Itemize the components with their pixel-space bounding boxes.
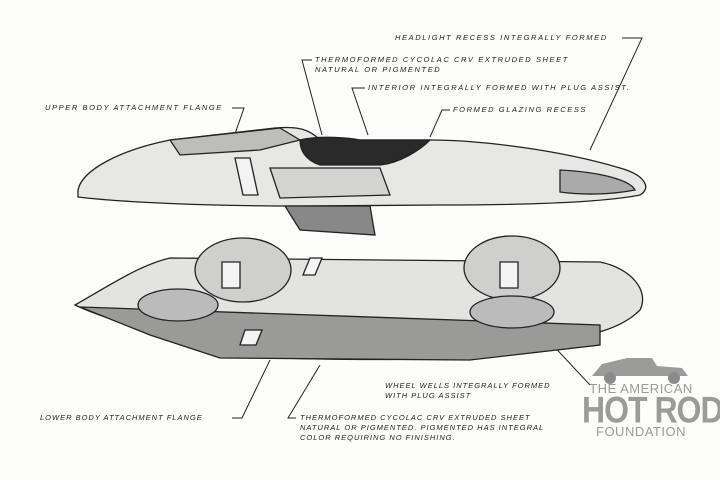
watermark-line-1: THE AMERICAN [589,381,693,396]
lower-body-shell [73,235,644,361]
leader-thermo-upper [301,59,323,136]
watermark-logo: THE AMERICAN HOT ROD FOUNDATION [582,352,720,439]
wheel-well-front-left [194,237,292,303]
label-thermoformed-lower-2: natural or pigmented. pigmented has inte… [300,423,545,432]
leader-glazing [429,109,450,138]
label-glazing-recess: Formed glazing recess [453,105,588,114]
watermark-line-2: HOT ROD [582,389,720,431]
label-thermoformed-upper-2: natural or pigmented [315,65,442,74]
leader-interior [351,87,369,136]
label-wheel-wells-2: with plug assist [385,391,472,400]
label-thermoformed-upper-1: Thermoformed cycolac crv extruded sheet [315,55,569,64]
leader-lower-flange [232,359,271,419]
watermark-line-3: FOUNDATION [596,424,686,439]
label-thermoformed-lower-1: Thermoformed cycolac crv extruded sheet [300,413,531,422]
label-lower-flange: Lower body attachment flange [40,413,203,422]
label-wheel-wells-1: Wheel wells integrally formed [385,381,551,390]
label-interior: Interior integrally formed with plug ass… [368,83,631,92]
label-headlight-recess: Headlight recess integrally formed [395,33,608,42]
leader-headlight [589,37,643,151]
hot-rod-car-icon [592,358,688,384]
label-upper-flange: Upper body attachment flange [45,103,223,112]
leader-thermo-lower [287,364,321,419]
upper-body-shell [77,126,647,236]
label-thermoformed-lower-3: color requiring no finishing. [300,433,456,442]
